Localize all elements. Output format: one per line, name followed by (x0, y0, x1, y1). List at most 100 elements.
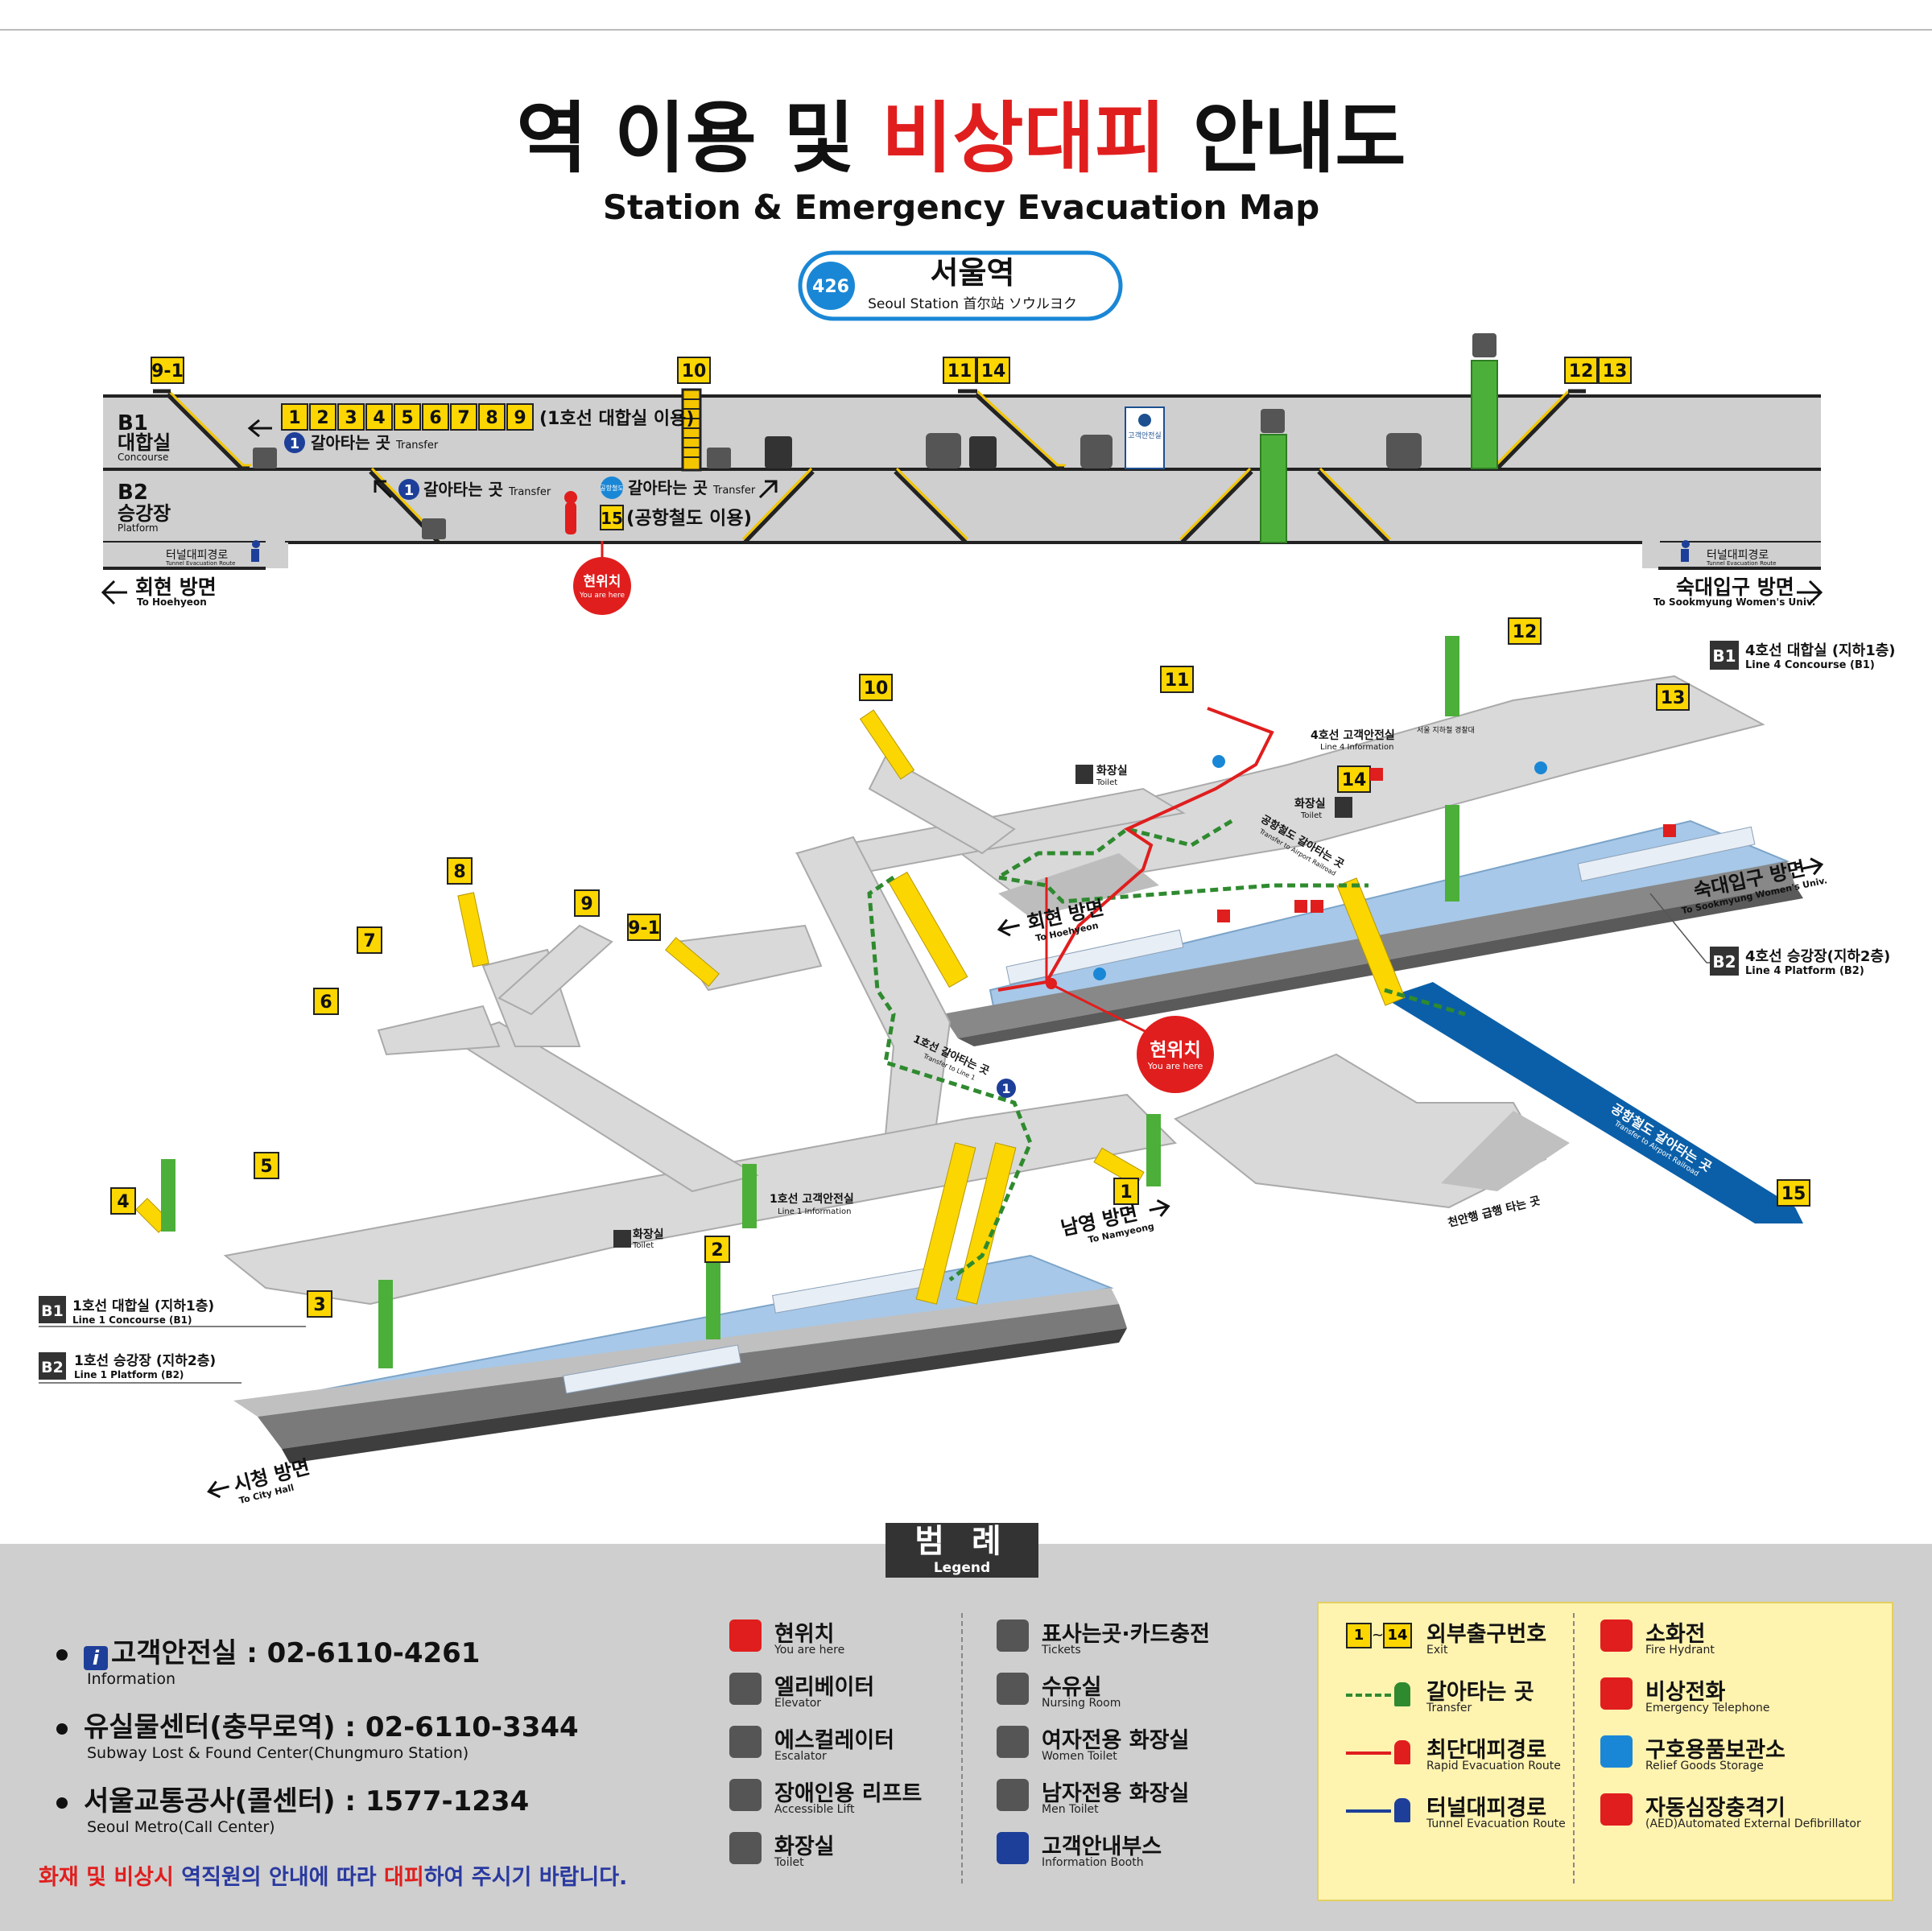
svg-text:13: 13 (1661, 688, 1686, 708)
svg-text:10: 10 (864, 679, 889, 699)
exit-badge-15 (600, 505, 624, 530)
svg-text:고객안전실: 고객안전실 (1128, 431, 1161, 440)
elevator-icon (1261, 409, 1285, 433)
wheelchair-lift-icon (729, 1779, 762, 1811)
ticket-icon (997, 1619, 1029, 1652)
b1-exit-4: 4 (365, 403, 393, 431)
svg-text:B1: B1 (1712, 646, 1736, 666)
escalator-transfer (888, 871, 968, 988)
relief-goods-icon (1212, 755, 1225, 768)
exit-badge-13: 13 (1598, 357, 1632, 384)
svg-text:화장실: 화장실 (1294, 797, 1326, 811)
svg-text:3: 3 (313, 1295, 325, 1315)
arrow-left-icon (101, 580, 127, 605)
svg-text:4호선 승강장(지하2층): 4호선 승강장(지하2층) (1745, 948, 1890, 965)
b2-code: B2 (118, 481, 148, 505)
exit-number-icon: 1~14 (1346, 1623, 1417, 1650)
svg-text:B2: B2 (41, 1359, 64, 1376)
women-toilet-icon (969, 436, 997, 468)
bullet-icon (56, 1797, 68, 1809)
b2-label: 승강장 (118, 502, 171, 525)
svg-text:1호선 고객안전실: 1호선 고객안전실 (770, 1192, 854, 1206)
toilet-icon (729, 1832, 762, 1864)
aed-icon (1600, 1793, 1633, 1826)
exit15-note: (공항철도 이용) (626, 508, 752, 529)
nursing-room-icon (1080, 435, 1113, 468)
dir-left: 회현 방면 (135, 576, 217, 599)
svg-text:Toilet: Toilet (1096, 778, 1117, 787)
line4-train (1005, 929, 1184, 985)
emergency-telephone-icon (1600, 1677, 1633, 1710)
b1-label-en: Concourse (118, 452, 168, 463)
exit-badge-10: 10 (677, 357, 711, 384)
line1-b2-label: B2 1호선 승강장 (지하2층) Line 1 Platform (B2) (39, 1352, 242, 1384)
svg-text:4호선 대합실 (지하1층): 4호선 대합실 (지하1층) (1745, 642, 1896, 659)
elevator-shaft (1445, 805, 1459, 902)
line1-badge (284, 432, 305, 453)
line1-train (563, 1344, 741, 1394)
svg-text:15: 15 (601, 509, 623, 528)
exit-badge-3: 3 (307, 1290, 332, 1318)
exit-badge-5: 5 (254, 1152, 279, 1179)
exit-badge-8: 8 (447, 857, 473, 885)
exit-badge-2: 2 (704, 1236, 730, 1263)
exit-badge-12: 12 (1508, 617, 1542, 645)
escalator-exit-8 (457, 892, 489, 968)
b1-exits-note: (1호선 대합실 이용) (539, 408, 694, 429)
exit-badge-6: 6 (313, 988, 339, 1015)
you-are-here-icon (729, 1619, 762, 1652)
escalator-exit-10 (859, 709, 915, 780)
relief-goods-icon (1093, 968, 1106, 980)
escalator-line1-a (915, 1142, 976, 1305)
airport-railroad-badge (601, 477, 623, 499)
svg-text:You are here: You are here (579, 592, 625, 600)
svg-text:화장실: 화장실 (1096, 764, 1128, 778)
svg-text:4호선 고객안전실: 4호선 고객안전실 (1311, 728, 1395, 742)
svg-text:현위치: 현위치 (584, 574, 621, 590)
men-toilet-icon (997, 1779, 1029, 1811)
line1-b1-label: B1 1호선 대합실 (지하1층) Line 1 Concourse (B1) (39, 1296, 306, 1327)
rapid-evacuation-route (997, 707, 1274, 992)
svg-text:7: 7 (363, 931, 375, 951)
svg-text:9: 9 (514, 408, 526, 428)
svg-text:1: 1 (404, 482, 415, 499)
exit-badge-1: 1 (1113, 1178, 1139, 1205)
line4-b1-label: B1 4호선 대합실 (지하1층) Line 4 Concourse (B1) (1710, 641, 1896, 671)
svg-text:5: 5 (260, 1157, 272, 1177)
line4-b2-label: B2 4호선 승강장(지하2층) Line 4 Platform (B2) (1649, 893, 1890, 977)
elevator-shaft-1 (1260, 434, 1287, 543)
line4-info-label: 4호선 고객안전실 Line 4 Information (1311, 728, 1395, 752)
svg-text:2: 2 (316, 408, 328, 428)
svg-text:Toilet: Toilet (632, 1241, 654, 1250)
elevator-shaft (1146, 1114, 1161, 1186)
escalator-icon (422, 518, 446, 539)
svg-text:2: 2 (711, 1240, 723, 1261)
transfer-route-line1 (867, 875, 1033, 1281)
transfer-route-airport (1384, 988, 1466, 1017)
exit-badge-12: 12 (1564, 357, 1598, 384)
aed-icon (1370, 768, 1383, 781)
svg-text:9: 9 (580, 894, 592, 914)
station-name-ko: 서울역 (931, 255, 1015, 291)
svg-text:1: 1 (290, 435, 300, 452)
exit-badge-9-1: 9-1 (151, 357, 184, 384)
tunnel-evacuation-icon (251, 540, 260, 562)
bullet-icon (56, 1648, 68, 1661)
svg-text:11: 11 (947, 361, 972, 382)
transfer-route-icon (1346, 1681, 1417, 1708)
escalator-icon (707, 448, 731, 468)
legend-tab: 범 례 Legend (886, 1523, 1038, 1578)
svg-text:Line 1 Information: Line 1 Information (778, 1207, 851, 1216)
svg-text:3: 3 (345, 408, 357, 428)
section-view: 고객안전실 B1 대합실 Concourse B2 승강장 Platform 9… (101, 333, 1823, 615)
transfer-corridor (795, 836, 952, 1145)
exit-badge-4: 4 (110, 1187, 136, 1215)
svg-text:Line 4 Platform (B2): Line 4 Platform (B2) (1745, 965, 1864, 977)
station-sign: 426 서울역 Seoul Station 首尔站 ソウルヨク (798, 250, 1123, 321)
b1-label: 대합실 (118, 431, 171, 454)
svg-text:9-1: 9-1 (151, 361, 184, 382)
dir-right: 숙대입구 방면 (1676, 576, 1794, 599)
svg-text:1호선 승강장 (지하2층): 1호선 승강장 (지하2층) (74, 1353, 216, 1369)
airport-railroad-arrow (1385, 982, 1803, 1223)
